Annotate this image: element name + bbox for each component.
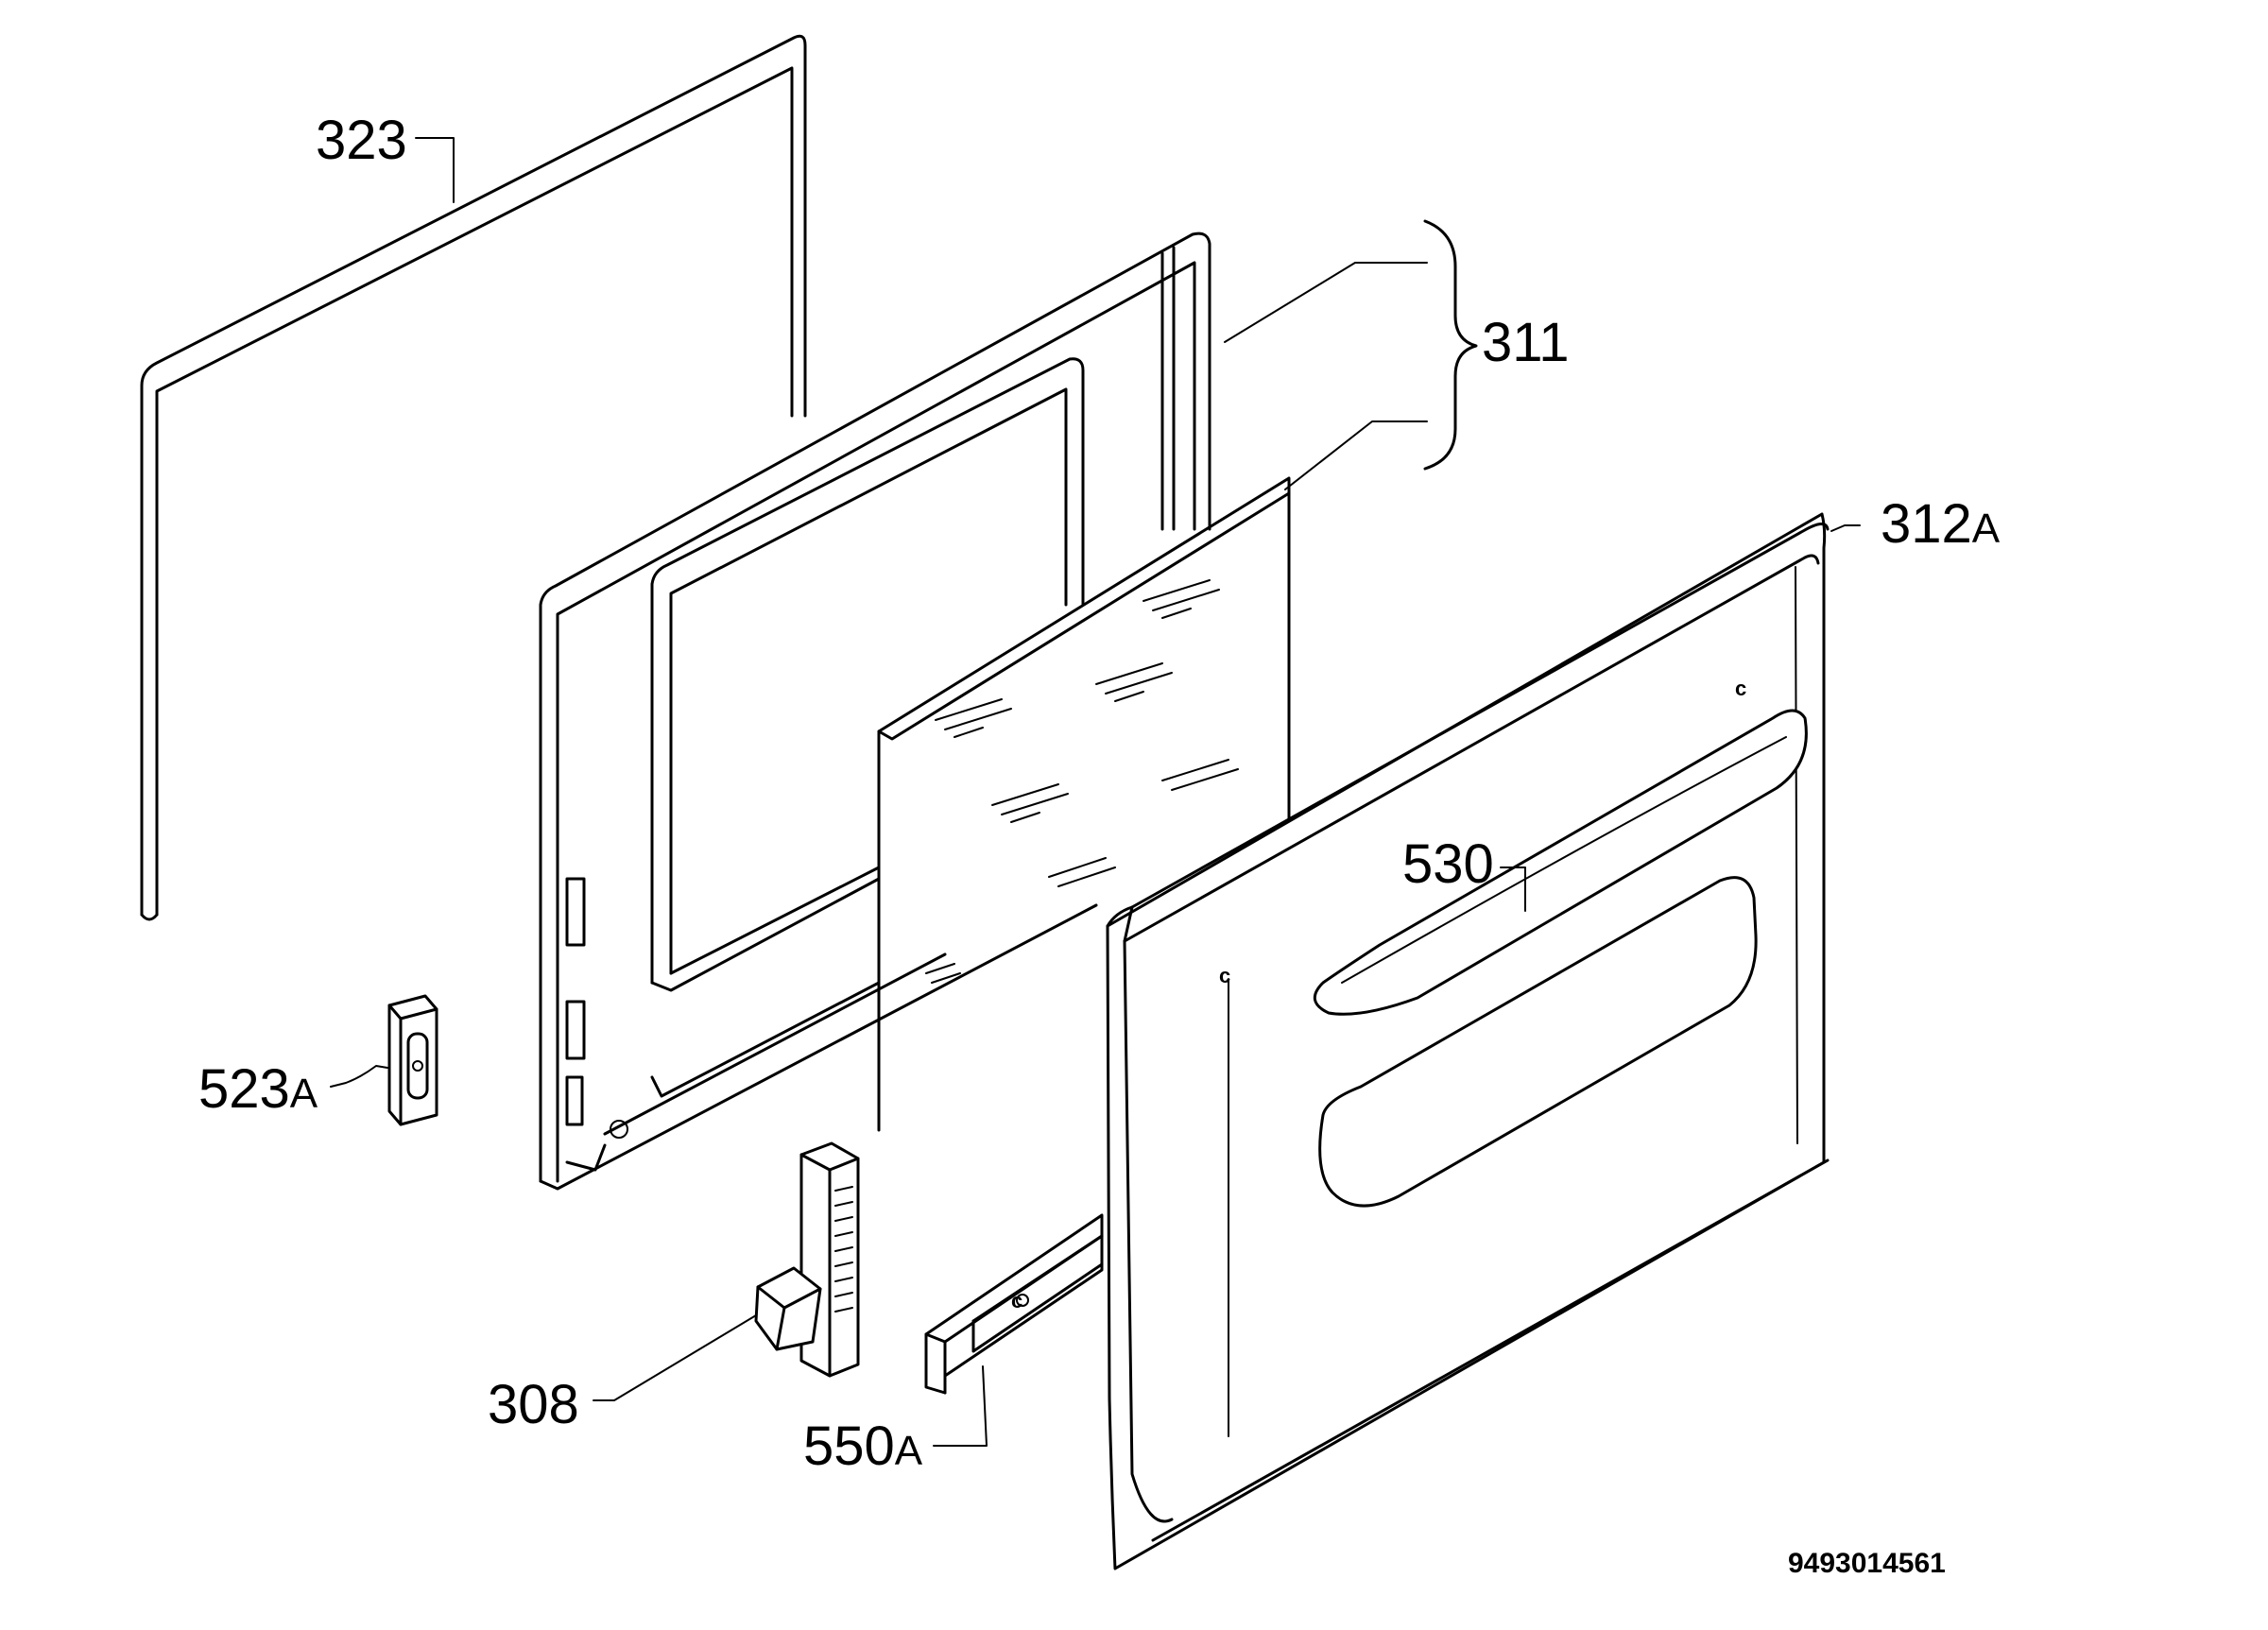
trim-profile-550A [924,1213,1104,1447]
document-number: 9493014561 [1788,1548,1946,1579]
part-label-523A: 523A [198,1058,318,1120]
part-label-308: 308 [488,1374,579,1435]
svg-text:c: c [1735,677,1746,700]
part-label-323: 323 [316,110,407,171]
part-label-311: 311 [1482,312,1569,373]
part-label-550A: 550A [803,1416,923,1477]
hinge-308 [593,1141,860,1401]
hinge-receiver-523A [330,994,438,1126]
glass-panel [877,476,1291,1132]
svg-text:c: c [1219,964,1230,987]
door-gasket-323 [140,34,807,921]
part-label-530: 530 [1402,833,1494,895]
label-leaders [415,137,1526,912]
bracket-311 [1224,219,1478,490]
part-label-312A: 312A [1881,493,2001,555]
outer-door-panel-312A: c c c [1011,512,1861,1570]
inner-door-frame-311 [539,232,1211,1191]
svg-text:c: c [1011,1289,1022,1313]
